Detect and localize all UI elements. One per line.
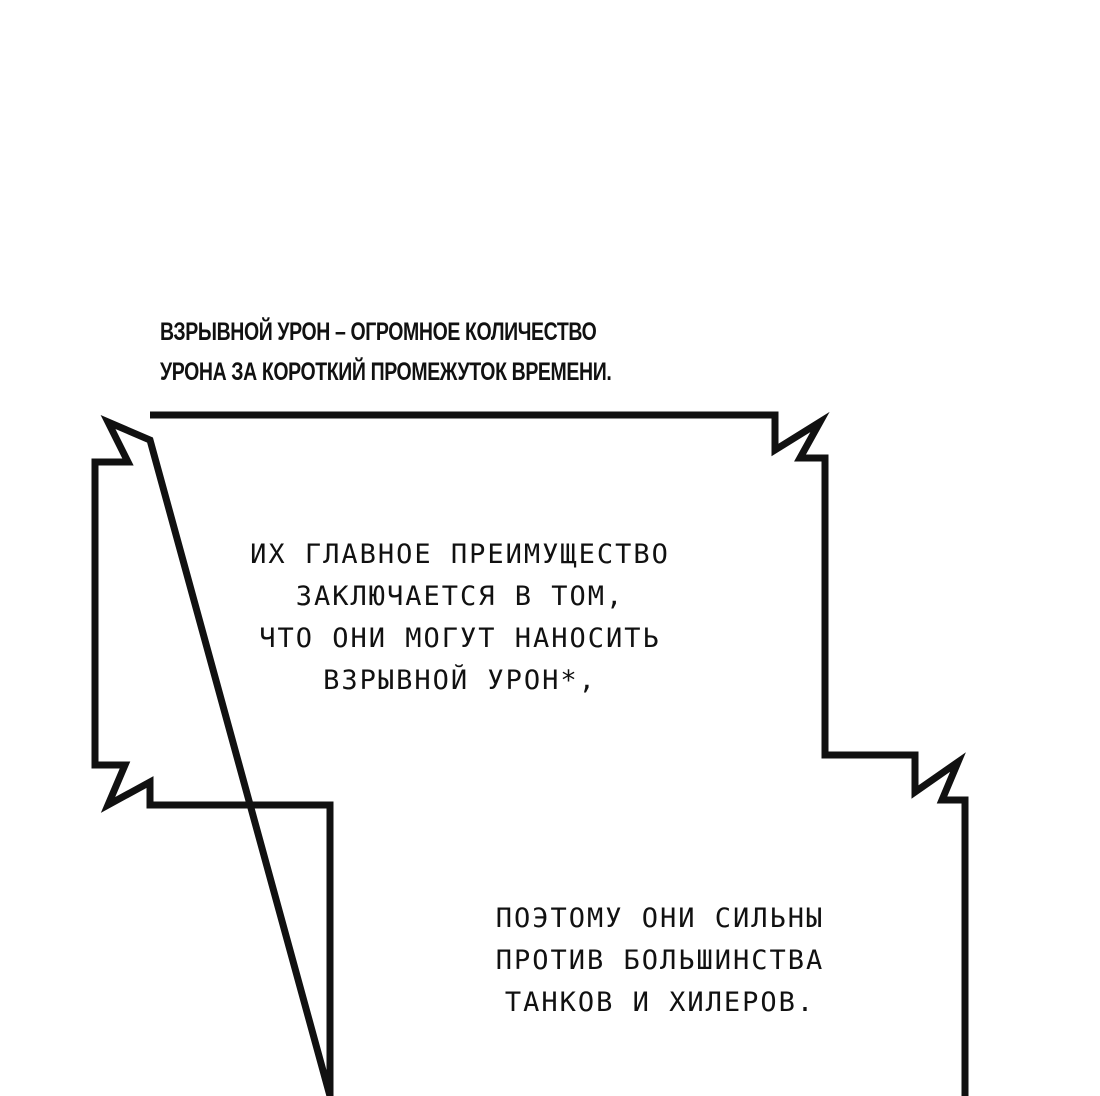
bubble-line: ИХ ГЛАВНОЕ ПРЕИМУЩЕСТВО	[250, 539, 670, 570]
footnote-line: УРОНА ЗА КОРОТКИЙ ПРОМЕЖУТОК ВРЕМЕНИ.	[160, 358, 612, 386]
speech-bubble-text-2: ПОЭТОМУ ОНИ СИЛЬНЫ ПРОТИВ БОЛЬШИНСТВА ТА…	[420, 898, 900, 1024]
bubble-line: ВЗРЫВНОЙ УРОН*,	[323, 665, 597, 696]
bubble-line: ЧТО ОНИ МОГУТ НАНОСИТЬ	[259, 623, 661, 654]
frame-outline	[91, 411, 969, 1096]
footnote-text: ВЗРЫВНОЙ УРОН – ОГРОМНОЕ КОЛИЧЕСТВО УРОН…	[160, 312, 612, 392]
bubble-line: ПОЭТОМУ ОНИ СИЛЬНЫ	[495, 903, 825, 934]
bubble-line: ТАНКОВ И ХИЛЕРОВ.	[504, 987, 816, 1018]
bubble-line: ПРОТИВ БОЛЬШИНСТВА	[495, 945, 825, 976]
footnote-line: ВЗРЫВНОЙ УРОН – ОГРОМНОЕ КОЛИЧЕСТВО	[160, 318, 597, 346]
bubble-line: ЗАКЛЮЧАЕТСЯ В ТОМ,	[295, 581, 625, 612]
speech-bubble-text-1: ИХ ГЛАВНОЕ ПРЕИМУЩЕСТВО ЗАКЛЮЧАЕТСЯ В ТО…	[180, 534, 740, 702]
